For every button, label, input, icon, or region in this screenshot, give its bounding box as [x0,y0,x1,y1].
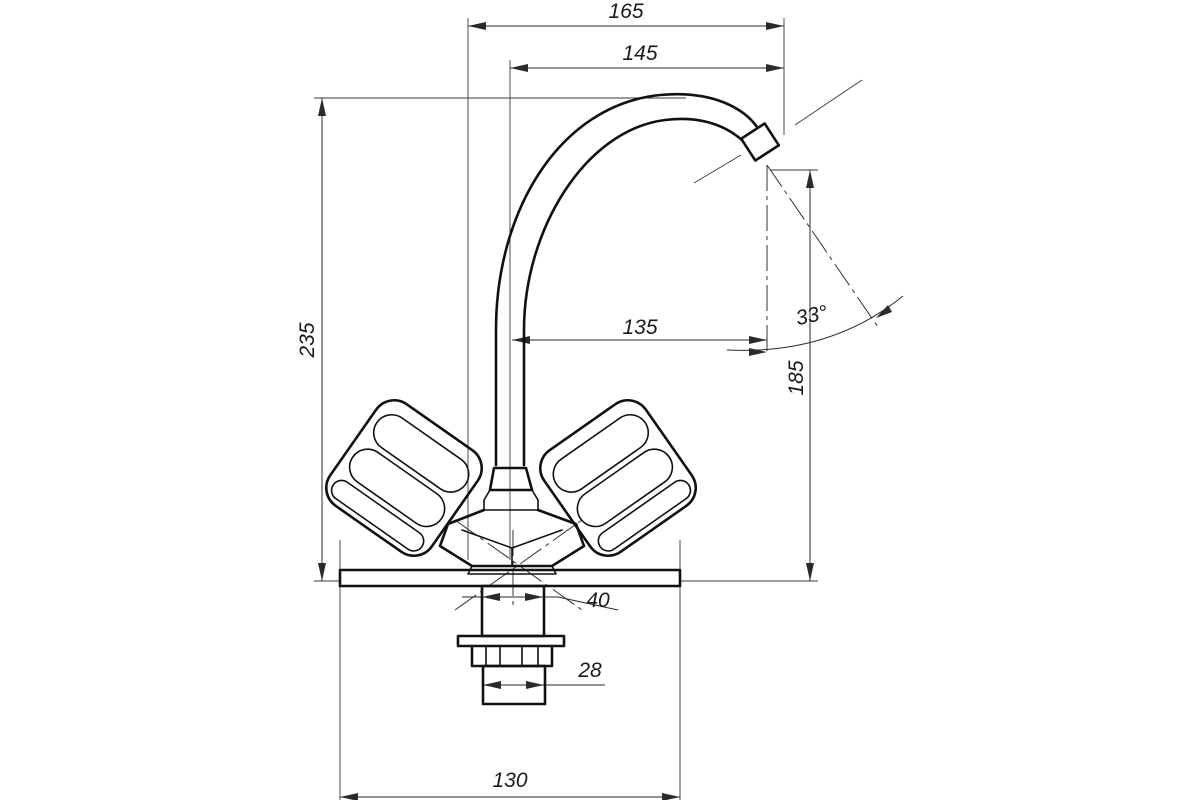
label-thread-diameter: 28 [577,659,602,682]
extension-lines [314,18,863,800]
label-base-width: 130 [492,769,527,792]
dim-base-width [340,793,680,800]
label-total-height: 235 [296,322,319,358]
right-handle [538,398,698,558]
center-lines [454,164,881,611]
dim-spray-angle [726,295,904,356]
dim-overall-width [468,22,784,30]
left-handle [324,398,484,558]
spout-collar [483,466,539,511]
dim-spout-projection [512,336,767,344]
label-outlet-height: 185 [785,360,808,395]
mounting-shank [456,584,566,706]
dim-spout-reach [510,64,784,72]
label-body-diameter: 40 [586,589,610,612]
label-spray-angle: 33° [794,301,830,330]
dim-body-diameter [462,593,619,611]
dim-outlet-height [806,170,814,581]
dim-total-height [318,98,326,581]
label-spout-projection: 135 [622,316,657,339]
label-overall-width: 165 [608,0,643,23]
label-spout-reach: 145 [622,42,657,65]
valve-body [438,508,586,575]
base-plate [338,568,682,588]
faucet-spout [494,92,781,467]
